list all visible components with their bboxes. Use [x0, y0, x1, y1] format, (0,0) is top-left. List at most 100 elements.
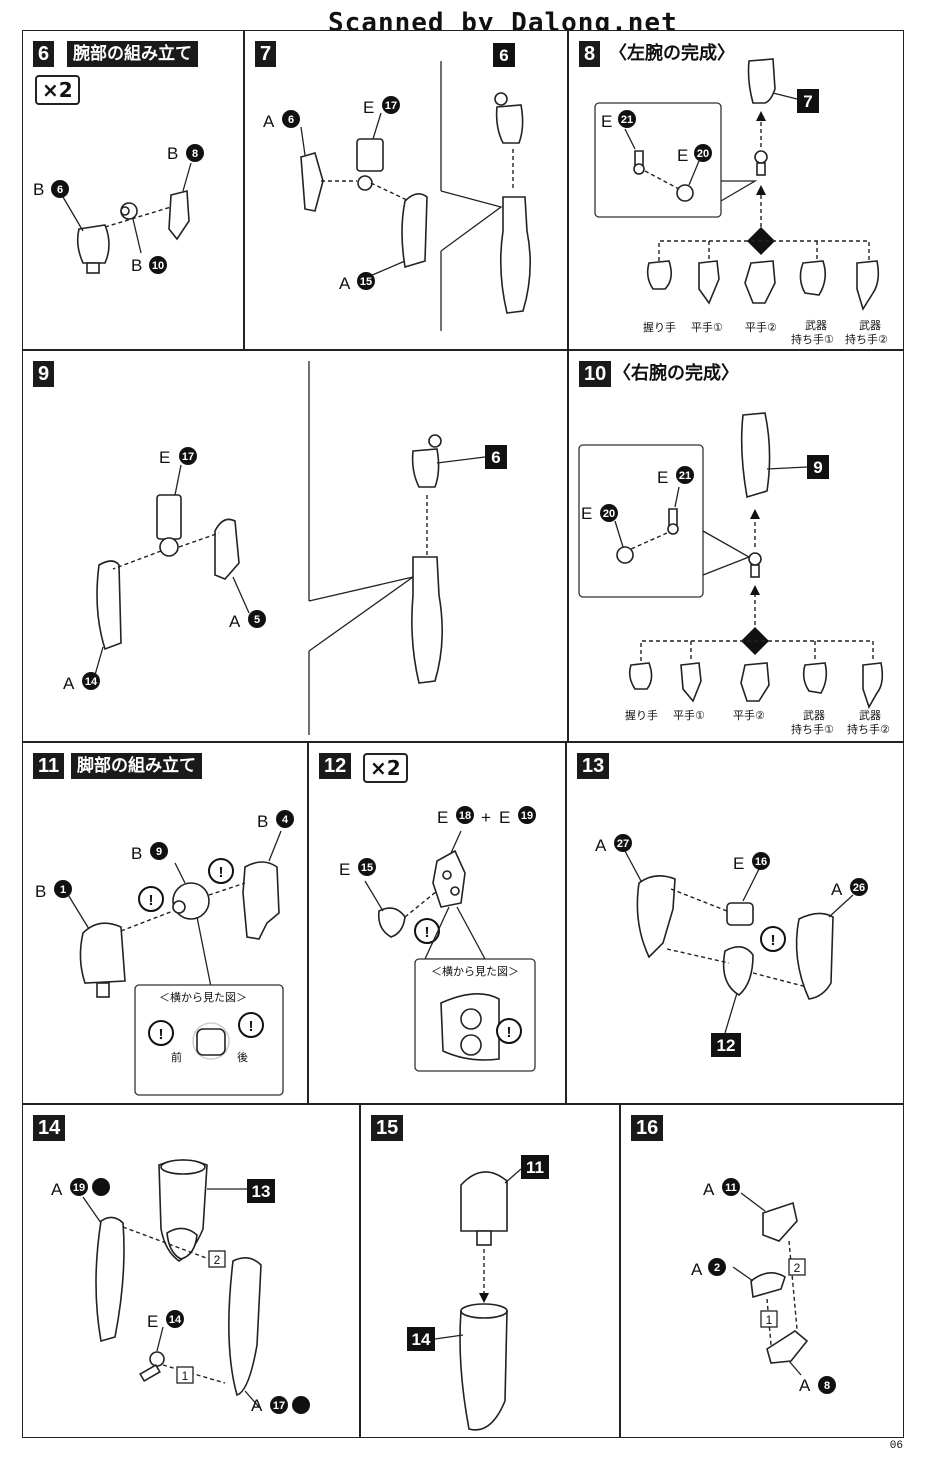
- leader-line: [372, 112, 382, 140]
- part-letter: A: [595, 836, 607, 855]
- part-number: 20: [697, 148, 709, 160]
- ball-part: [428, 434, 442, 448]
- forearm-armor-part: [96, 560, 122, 651]
- hand-label-flat1: 平手①: [673, 708, 705, 722]
- part-letter: A: [799, 1376, 811, 1395]
- part-number: 15: [360, 276, 372, 288]
- step-6-panel: 6 腕部の組み立て ×2 B 6 B 8 B 10: [22, 30, 244, 350]
- part-letter: B: [167, 144, 178, 163]
- subassembly-ref: 6: [491, 448, 500, 467]
- leader-line: [772, 92, 798, 100]
- order-number: 1: [766, 1313, 773, 1327]
- elbow-bracket: [168, 189, 190, 241]
- step-subtitle: 〈左腕の完成〉: [609, 43, 735, 64]
- hand-label-grip: 握り手: [643, 320, 676, 334]
- wrist-joint-peg: [750, 564, 760, 578]
- side-view-hole: [460, 1008, 482, 1030]
- step-14-diagram: 2 1 A 19 13 E 14 A 17: [51, 1159, 310, 1415]
- part-number: 4: [282, 814, 289, 826]
- side-view-hole: [460, 1034, 482, 1056]
- part-number-badge: [276, 810, 294, 828]
- part-letter: A: [63, 674, 75, 693]
- side-view-socket: [196, 1028, 226, 1056]
- hand-label-weapon: 武器: [859, 319, 881, 332]
- hand-label-flat2: 平手②: [733, 708, 765, 722]
- detail-inset: [578, 444, 704, 598]
- warning-icon: [208, 858, 234, 884]
- part-number-badge: [614, 834, 632, 852]
- knee-frame-part: [636, 875, 676, 959]
- inset-pointer: [702, 530, 751, 576]
- warning-icon: [496, 1018, 522, 1044]
- thigh-peg: [96, 982, 110, 998]
- part-letter: E: [339, 860, 350, 879]
- shin-part: [228, 1257, 262, 1397]
- hand-label-weapon: 武器: [805, 319, 827, 332]
- assembly-line: [104, 206, 172, 228]
- leader-line: [724, 992, 738, 1034]
- assembly-line: [404, 890, 438, 918]
- wrist-joint: [754, 150, 768, 164]
- part-letter: E: [363, 98, 374, 117]
- assembly-line: [752, 972, 808, 988]
- part-number-badge: [149, 256, 167, 274]
- side-view-label: ＜横から見た図＞: [431, 964, 519, 978]
- part-number-badge: [51, 180, 69, 198]
- step-number: 8: [579, 41, 601, 67]
- hinge-part: [159, 537, 179, 557]
- hand-label-weapon1: 持ち手①: [791, 722, 834, 736]
- part-number: 8: [824, 1380, 830, 1392]
- part-letter: A: [229, 612, 241, 631]
- step-7-panel: 7 A 6 E 17 A 15 6: [244, 30, 568, 350]
- step-10-diagram: E 21 E 20 9 握り手 平手① 平手② 武器 持ち手① 武器 持ち手②: [578, 412, 890, 736]
- ankle-cover-part: [762, 1201, 798, 1242]
- leader-line: [828, 894, 854, 918]
- hand-label-weapon2: 持ち手②: [845, 332, 888, 346]
- part-number-badge: [694, 144, 712, 162]
- part-number: 1: [60, 884, 66, 896]
- part-number: 26: [853, 882, 865, 894]
- part-number: 9: [156, 846, 162, 858]
- leader-line: [232, 576, 250, 614]
- assembly-line: [120, 910, 174, 932]
- step-11-diagram: ! ! B 1 B 9 B 4 ＜横から見た図＞ ! ! 前 後: [35, 810, 294, 1096]
- subassembly-ref-badge: [711, 1033, 741, 1057]
- thigh-top-opening: [160, 1159, 206, 1175]
- part-number: 2: [714, 1262, 720, 1274]
- part-number: 17: [385, 100, 397, 112]
- hip-joint-part: [242, 861, 280, 940]
- part-number-badge: [708, 1258, 726, 1276]
- step-number: 12: [319, 753, 352, 779]
- shin-armor-part: [795, 912, 834, 1000]
- grip-hand: [628, 662, 653, 690]
- wrist-peg-ball: [633, 163, 645, 175]
- thigh-part: [460, 1171, 508, 1232]
- step-title: 脚部の組み立て: [71, 753, 202, 779]
- part-number-badge: [70, 1178, 88, 1196]
- leader-line: [268, 830, 282, 862]
- leader-line: [300, 126, 306, 156]
- arrow-head: [750, 509, 760, 519]
- knee-cap-part: [377, 907, 406, 938]
- part-number: 21: [679, 470, 691, 482]
- part-number-badge: [248, 610, 266, 628]
- order-number: 2: [794, 1261, 801, 1275]
- zoom-callout: [308, 576, 414, 652]
- plus-sign: +: [481, 808, 491, 827]
- leader-line: [66, 892, 90, 930]
- part-number: 19: [521, 810, 533, 822]
- flat-hand-1: [680, 662, 702, 703]
- warning-mark: !: [219, 864, 224, 881]
- knee-joint-hole: [442, 870, 452, 880]
- subassembly-ref: 14: [412, 1330, 431, 1349]
- leader-line: [174, 862, 186, 884]
- swirl-icon: [292, 1396, 310, 1414]
- warning-icon: [148, 1020, 174, 1046]
- part-number-badge: [618, 110, 636, 128]
- arrow-head: [756, 111, 766, 121]
- weapon-hand-2: [856, 260, 880, 311]
- part-number-badge: [270, 1396, 288, 1414]
- leader-line: [434, 1334, 464, 1340]
- part-letter: A: [51, 1180, 63, 1199]
- step-9-diagram: E 17 A 5 A 14 6: [63, 361, 507, 735]
